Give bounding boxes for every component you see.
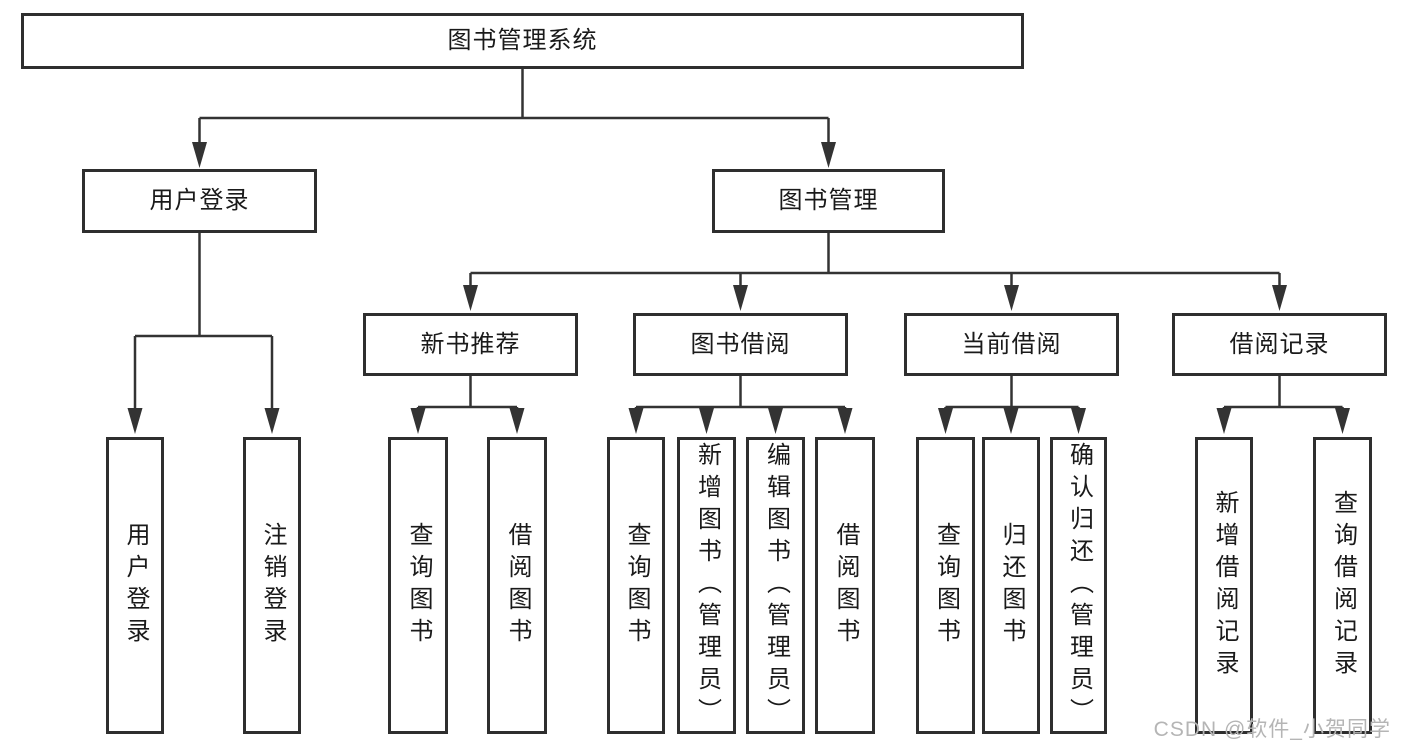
leaf-cb-query-books: 查询图书 [916,437,975,734]
node-book-borrow: 图书借阅 [633,313,848,376]
node-borrow-records: 借阅记录 [1172,313,1387,376]
csdn-watermark: CSDN @软件_小贺同学 [1153,718,1391,741]
node-root-library-system: 图书管理系统 [21,13,1024,69]
leaf-bb-edit-books-admin: 编辑图书（管理员） [746,437,805,734]
arrowhead-icons [127,142,1350,434]
node-user-login: 用户登录 [82,169,317,233]
leaf-bb-add-books-admin: 新增图书（管理员） [677,437,736,734]
leaf-nbr-borrow-books: 借阅图书 [487,437,547,734]
leaf-user-login: 用户登录 [106,437,164,734]
leaf-logout: 注销登录 [243,437,301,734]
leaf-nbr-query-books: 查询图书 [388,437,448,734]
leaf-br-add-record: 新增借阅记录 [1195,437,1253,734]
leaf-cb-return-books: 归还图书 [982,437,1040,734]
leaf-br-query-record: 查询借阅记录 [1313,437,1372,734]
leaf-cb-confirm-return-admin: 确认归还（管理员） [1050,437,1107,734]
leaf-bb-query-books: 查询图书 [607,437,665,734]
node-current-borrow: 当前借阅 [904,313,1119,376]
node-book-management: 图书管理 [712,169,945,233]
node-new-book-recommend: 新书推荐 [363,313,578,376]
tree-edges [133,69,1344,412]
leaf-bb-borrow-books: 借阅图书 [815,437,875,734]
